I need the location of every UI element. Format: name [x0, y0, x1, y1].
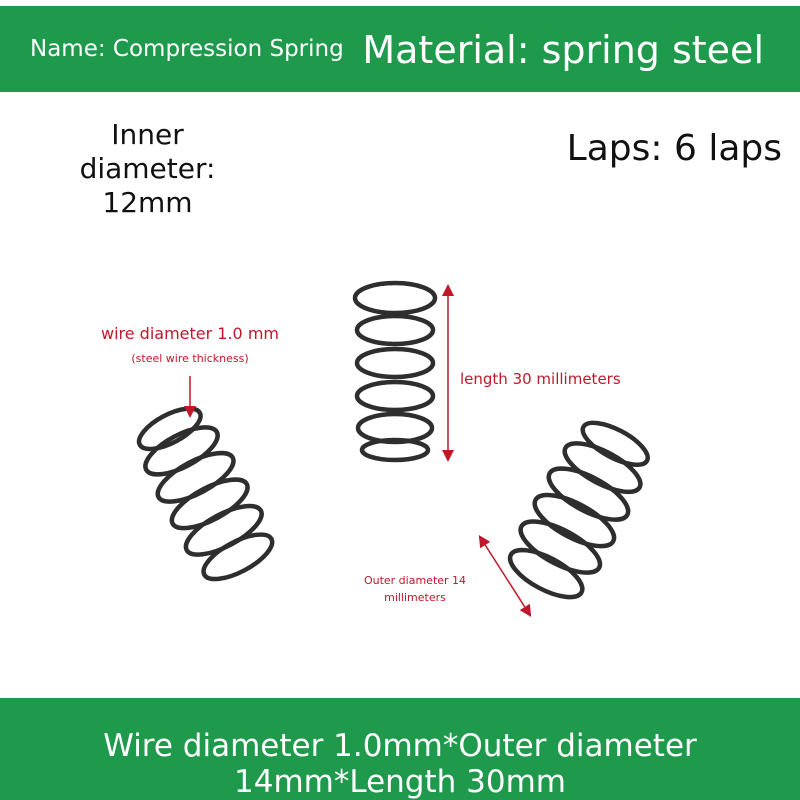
laps-label: Laps: 6 laps: [566, 128, 782, 169]
middle-spring: [352, 280, 438, 463]
wire-diameter-label: wire diameter 1.0 mm: [100, 324, 279, 343]
inner-diameter-value: 12mm: [102, 186, 193, 219]
bottom-banner: [0, 698, 800, 800]
outer-diameter-line1: Outer diameter 14: [363, 574, 467, 587]
outer-diameter-label: Outer diameter 14 millimeters: [360, 572, 470, 606]
left-spring: [136, 406, 275, 582]
inner-diameter-title: Inner diameter:: [79, 118, 216, 185]
outer-diameter-line2: millimeters: [384, 591, 446, 604]
wire-thickness-note: (steel wire thickness): [131, 352, 249, 365]
right-spring: [507, 420, 650, 600]
product-name: Name: Compression Spring: [30, 36, 344, 62]
inner-diameter-label: Inner diameter: 12mm: [40, 118, 255, 220]
spec-summary: Wire diameter 1.0mm*Outer diameter 14mm*…: [103, 728, 697, 800]
material-label: Material: spring steel: [362, 28, 764, 72]
top-banner: [0, 6, 800, 92]
outer-diameter-arrow: [478, 534, 532, 618]
length-label: length 30 millimeters: [460, 370, 621, 388]
